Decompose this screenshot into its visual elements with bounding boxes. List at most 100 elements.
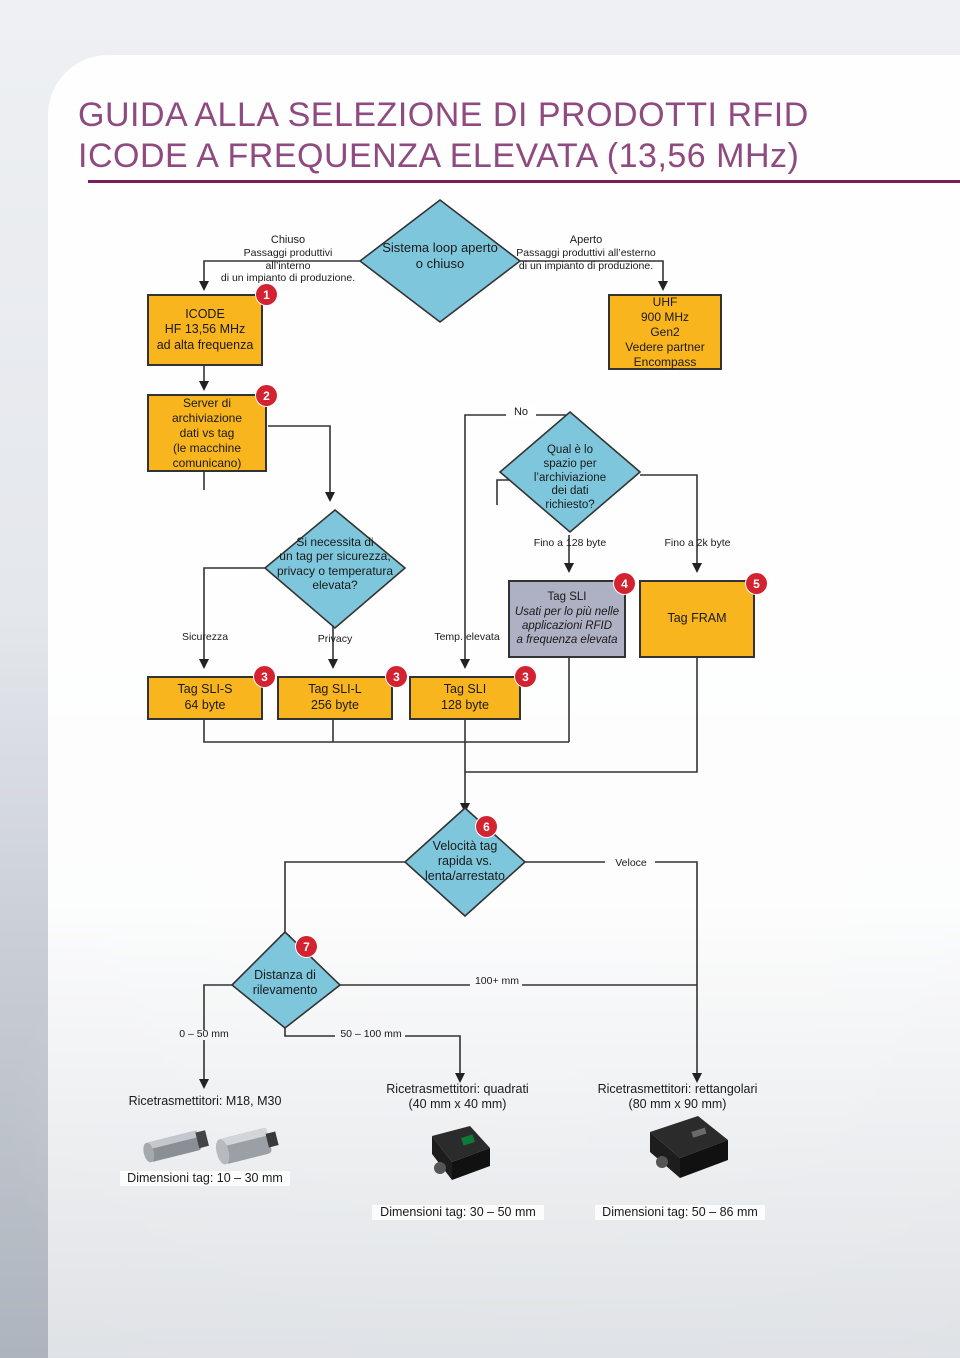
- uhf-line1: UHF: [652, 294, 678, 309]
- open-branch-label: Aperto Passaggi produttivi all’esterno d…: [516, 234, 656, 272]
- badge-5: 5: [746, 573, 767, 594]
- label-fast: Veloce: [615, 857, 647, 869]
- speed-line3: lenta/arrestato: [425, 869, 505, 883]
- label-100-plus: 100+ mm: [474, 975, 520, 987]
- icode-line2: HF 13,56 MHz: [164, 322, 246, 337]
- diamond-loop: [358, 198, 522, 324]
- storage-line5: richiesto?: [545, 499, 595, 512]
- tag-size-square: Dimensioni tag: 30 – 50 mm: [372, 1205, 544, 1220]
- sli-l-line1: Tag SLI-L: [308, 682, 362, 697]
- panel-bottom-fade: [48, 900, 960, 1358]
- label-temp: Temp. elevata: [434, 631, 500, 643]
- server-line2: archiviazione: [171, 410, 243, 425]
- sli-line1: Tag SLI: [443, 682, 487, 697]
- reader-rect-line2: (80 mm x 90 mm): [628, 1097, 727, 1111]
- uhf-line2: 900 MHz: [640, 309, 690, 324]
- diamond-distance-label: Distanza di rilevamento: [235, 968, 335, 998]
- server-line1: Server di: [182, 395, 232, 410]
- sli-desc-line4: a frequenza elevata: [516, 634, 618, 647]
- uhf-line3: Gen2: [650, 324, 680, 339]
- tag-size-m18: Dimensioni tag: 10 – 30 mm: [120, 1171, 290, 1186]
- icode-line3: ad alta frequenza: [156, 337, 254, 352]
- diamond-storage-label: Qual è lo spazio per l’archiviazione dei…: [515, 444, 625, 513]
- connector-open: [520, 260, 668, 291]
- reader-rect-title: Ricetrasmettitori: rettangolari (80 mm x…: [590, 1082, 765, 1112]
- tag-sli-box: Tag SLI 128 byte: [409, 676, 521, 720]
- server-line4: (le macchine: [172, 440, 242, 455]
- reader-square-title: Ricetrasmettitori: quadrati (40 mm x 40 …: [370, 1082, 545, 1112]
- badge-3a: 3: [254, 666, 275, 687]
- connector-2k: [640, 474, 702, 573]
- icode-line1: ICODE: [185, 306, 225, 321]
- distance-line1: Distanza di: [254, 968, 316, 982]
- server-line5: comunicano): [172, 455, 242, 470]
- closed-branch-label: Chiuso Passaggi produttivi all’interno d…: [220, 234, 356, 285]
- diamond-speed-label: Velocità tag rapida vs. lenta/arrestato: [405, 839, 525, 884]
- closed-line2: di un impianto di produzione.: [220, 272, 356, 285]
- reader-rect-line1: Ricetrasmettitori: rettangolari: [597, 1082, 758, 1096]
- open-line2: di un impianto di produzione.: [518, 259, 654, 272]
- diamond-loop-label: Sistema loop aperto o chiuso: [380, 240, 500, 271]
- badge-1: 1: [256, 284, 277, 305]
- square-sensor-image: [432, 1126, 490, 1180]
- tag-sli-l-box: Tag SLI-L 256 byte: [277, 676, 393, 720]
- label-security: Sicurezza: [181, 631, 229, 643]
- open-line1: Passaggi produttivi all’esterno: [516, 247, 656, 260]
- tag-size-rect: Dimensioni tag: 50 – 86 mm: [595, 1205, 765, 1220]
- open-title: Aperto: [569, 234, 603, 246]
- badge-2: 2: [256, 385, 277, 406]
- sli-desc-line3: applicazioni RFID: [521, 620, 613, 632]
- label-privacy: Privacy: [317, 633, 353, 645]
- security-line3: privacy o temperatura: [276, 563, 394, 578]
- sli-desc-line2: Usati per lo più nelle: [514, 605, 620, 618]
- diamond-loop-text: Sistema loop aperto o chiuso: [382, 240, 498, 271]
- label-0-50: 0 – 50 mm: [179, 1028, 229, 1040]
- connector-server-security: [268, 425, 335, 502]
- icode-box: ICODE HF 13,56 MHz ad alta frequenza: [147, 294, 263, 366]
- badge-3c: 3: [515, 666, 536, 687]
- badge-6: 6: [476, 816, 497, 837]
- uhf-line5: Encompass: [633, 354, 697, 369]
- tag-sli-s-box: Tag SLI-S 64 byte: [147, 676, 263, 720]
- title-underline: [88, 180, 960, 183]
- sli-s-line2: 64 byte: [184, 698, 226, 712]
- connector-security: [199, 567, 275, 669]
- storage-line2: spazio per: [543, 457, 597, 470]
- storage-line4: dei dati: [551, 485, 589, 498]
- connector-fast: [655, 861, 702, 1083]
- server-line3: dati vs tag: [179, 425, 235, 440]
- diamond-distance: [230, 930, 342, 1030]
- diamond-security: [263, 508, 407, 630]
- fram-box: Tag FRAM: [639, 580, 755, 658]
- diamond-storage: [498, 410, 642, 534]
- badge-3b: 3: [386, 666, 407, 687]
- diamond-security-label: Si necessita di un tag per sicurezza, pr…: [260, 535, 410, 593]
- sli-l-line2: 256 byte: [311, 698, 359, 712]
- page-title-line2: ICODE A FREQUENZA ELEVATA (13,56 MHz): [78, 137, 800, 175]
- label-up-to-2k: Fino a 2k byte: [664, 537, 731, 549]
- security-line2: un tag per sicurezza,: [279, 549, 391, 564]
- speed-line2: rapida vs.: [437, 854, 493, 868]
- reader-square-line1: Ricetrasmettitori: quadrati: [386, 1082, 529, 1096]
- sli-desc-line1: Tag SLI: [547, 591, 587, 604]
- closed-title: Chiuso: [270, 234, 306, 246]
- closed-line1: Passaggi produttivi all’interno: [243, 247, 333, 272]
- uhf-box: UHF 900 MHz Gen2 Vedere partner Encompas…: [608, 294, 722, 370]
- storage-line1: Qual è lo: [546, 444, 594, 456]
- reader-m18-title: Ricetrasmettitori: M18, M30: [128, 1094, 282, 1108]
- reader-square-line2: (40 mm x 40 mm): [408, 1097, 507, 1111]
- rect-sensor-image: [650, 1116, 728, 1178]
- security-line1: Si necessita di: [296, 535, 374, 549]
- label-50-100: 50 – 100 mm: [340, 1028, 402, 1040]
- badge-7: 7: [296, 936, 317, 957]
- label-up-to-128: Fino a 128 byte: [533, 537, 607, 549]
- badge-4: 4: [614, 573, 635, 594]
- connector-closed: [199, 260, 360, 291]
- security-line4: elevata?: [312, 578, 358, 593]
- connector-50-100: [405, 1035, 465, 1083]
- sli-s-line1: Tag SLI-S: [177, 682, 233, 697]
- sli-description-box: Tag SLI Usati per lo più nelle applicazi…: [508, 580, 626, 658]
- storage-line3: l’archiviazione: [533, 471, 607, 484]
- sli-line2: 128 byte: [441, 698, 489, 712]
